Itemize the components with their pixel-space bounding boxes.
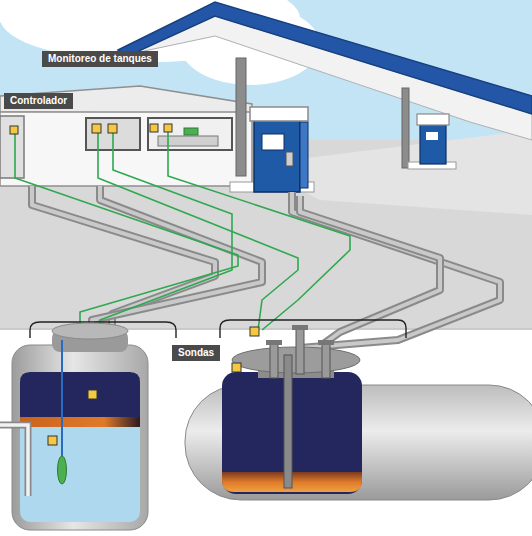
store-building <box>184 128 198 135</box>
conduit <box>300 196 440 345</box>
store-building <box>158 136 218 146</box>
store-building <box>0 86 252 114</box>
store-building <box>0 116 24 178</box>
sensor-marker <box>164 124 172 132</box>
sensor-marker <box>48 436 57 445</box>
fuel-pump <box>250 107 308 121</box>
sensor-marker <box>92 124 101 133</box>
fuel-pump <box>417 114 449 125</box>
horizontal-tank <box>270 344 278 378</box>
store-building <box>0 86 252 186</box>
underground-outline <box>30 320 406 338</box>
vertical-tank <box>0 425 28 496</box>
vertical-tank <box>0 425 28 496</box>
vertical-tank <box>52 323 128 339</box>
fuel-pump <box>420 124 446 164</box>
signal-wire <box>15 132 350 330</box>
fuel-pump <box>262 134 284 150</box>
vertical-tank <box>58 456 67 484</box>
underground-outline <box>30 322 176 338</box>
signal-wire <box>100 132 232 330</box>
callout-label: Controlador <box>10 95 67 107</box>
horizontal-tank <box>266 340 282 345</box>
horizontal-tank <box>296 328 304 374</box>
callout-label: Monitoreo de tanques <box>48 53 152 65</box>
sensor-marker <box>232 363 241 372</box>
canopy-pole <box>236 58 246 176</box>
horizontal-tank <box>318 340 334 345</box>
conduit <box>292 192 500 348</box>
sensor-marker <box>10 126 18 134</box>
sky <box>0 0 100 30</box>
conduit <box>92 186 262 330</box>
fuel-pump <box>286 152 293 166</box>
store-building <box>148 118 232 150</box>
underground-outline <box>220 320 406 338</box>
fuel-pump <box>254 118 300 192</box>
fuel-pump <box>300 122 308 188</box>
signal-wire <box>168 132 350 330</box>
conduit <box>92 186 262 330</box>
callout-tag: Monitoreo de tanques <box>42 51 158 67</box>
fuel-pump <box>230 107 456 192</box>
canopy <box>118 2 532 114</box>
horizontal-tank <box>284 355 292 488</box>
sensor-marker <box>108 124 117 133</box>
vertical-tank <box>12 345 148 530</box>
canopy <box>118 2 532 140</box>
vertical-tank <box>20 372 140 522</box>
callout-tag: Controlador <box>4 93 73 109</box>
conduit <box>292 192 500 348</box>
signal-wire <box>98 132 298 330</box>
vertical-tank <box>20 372 140 420</box>
signal-wire <box>15 134 238 330</box>
vertical-tank <box>0 323 148 530</box>
conduit <box>300 196 440 345</box>
sensor-marker <box>250 327 259 336</box>
vertical-tank <box>20 417 140 427</box>
callout-label: Sondas <box>178 347 214 359</box>
conduit <box>32 186 500 348</box>
horizontal-tank <box>322 344 330 378</box>
fuel-pump <box>426 132 438 140</box>
callout-tag: Sondas <box>172 345 220 361</box>
sensor-marker <box>88 390 97 399</box>
horizontal-tank <box>292 325 308 330</box>
canopy-pole <box>402 88 409 168</box>
sensor-marker <box>10 124 259 445</box>
sensor-marker <box>150 124 158 132</box>
horizontal-tank <box>185 325 532 500</box>
